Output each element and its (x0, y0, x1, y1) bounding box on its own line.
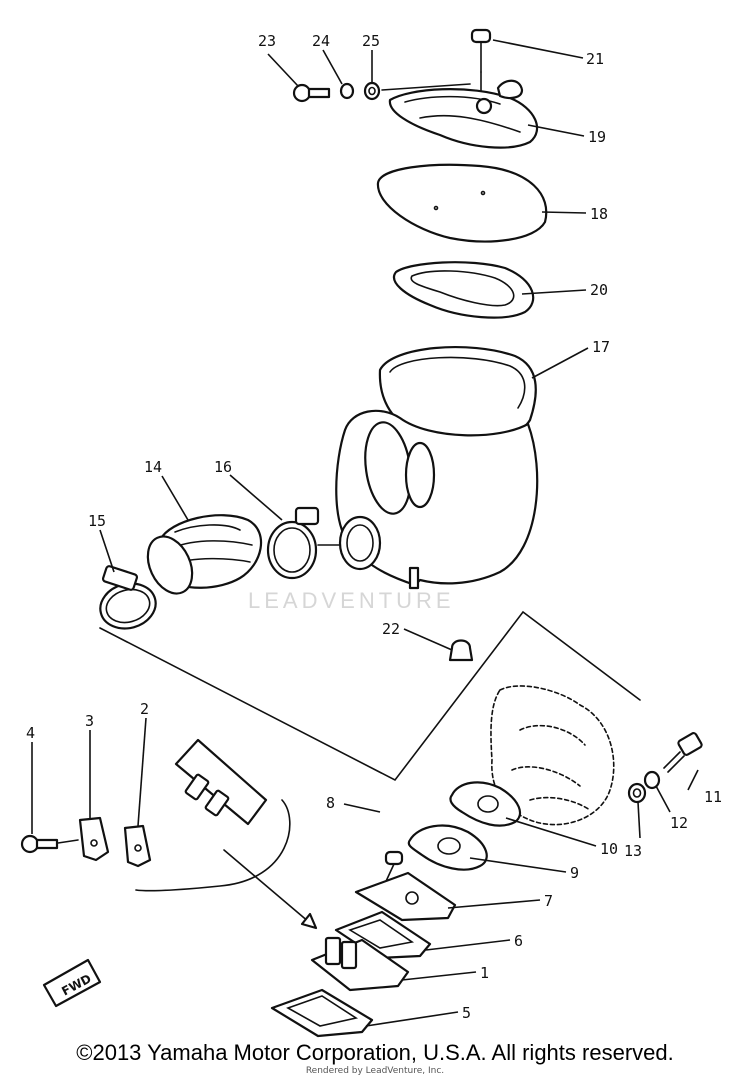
gasket-9 (407, 824, 488, 871)
fwd-arrow-icon: FWD (42, 958, 102, 1008)
callout-11: 11 (704, 788, 722, 806)
callout-24: 24 (312, 32, 330, 50)
copyright-notice: ©2013 Yamaha Motor Corporation, U.S.A. A… (76, 1040, 674, 1065)
callout-21: 21 (586, 50, 604, 68)
callout-15: 15 (88, 512, 106, 530)
callout-16: 16 (214, 458, 232, 476)
callout-8: 8 (326, 794, 335, 812)
callout-3: 3 (85, 712, 94, 730)
callout-9: 9 (570, 864, 579, 882)
callout-10: 10 (600, 840, 618, 858)
reed-plate-7 (354, 871, 457, 922)
bolt-11 (663, 732, 703, 773)
callout-18: 18 (590, 205, 608, 223)
bolt-23 (292, 83, 331, 103)
callout-6: 6 (514, 932, 523, 950)
callout-4: 4 (26, 724, 35, 742)
callout-5: 5 (462, 1004, 471, 1022)
clamp-15 (99, 565, 157, 630)
cover-18 (376, 163, 548, 243)
callout-13: 13 (624, 842, 642, 860)
callout-23: 23 (258, 32, 276, 50)
screw-21 (470, 28, 492, 106)
clamp-16 (266, 506, 320, 580)
stopper-3 (78, 816, 110, 862)
bolt-4 (20, 834, 59, 854)
callout-14: 14 (144, 458, 162, 476)
washer-24 (339, 82, 355, 100)
callout-1: 1 (480, 964, 489, 982)
air-cleaner-case-17 (335, 345, 539, 590)
watermark-text: LEADVENTURE (248, 588, 455, 613)
callout-7: 7 (544, 892, 553, 910)
screw-8 (381, 850, 404, 891)
grommet-22 (448, 639, 474, 662)
reed-valve-1 (310, 936, 410, 992)
callout-20: 20 (590, 281, 608, 299)
nut-25 (363, 81, 381, 101)
reed-2 (123, 824, 152, 868)
washer-13 (627, 782, 647, 804)
gasket-10 (449, 781, 522, 827)
callout-19: 19 (588, 128, 606, 146)
callout-17: 17 (592, 338, 610, 356)
joint-14 (146, 514, 263, 595)
reed-block (174, 738, 268, 826)
washer-12 (643, 770, 661, 790)
cap-plate-19 (388, 79, 539, 149)
callout-12: 12 (670, 814, 688, 832)
crankcase-reference (490, 685, 615, 826)
gasket-20 (393, 261, 535, 319)
callout-25: 25 (362, 32, 380, 50)
callout-22: 22 (382, 620, 400, 638)
gasket-5 (270, 988, 374, 1038)
rendered-by-credit: Rendered by LeadVenture, Inc. (305, 1066, 445, 1076)
callout-2: 2 (140, 700, 149, 718)
